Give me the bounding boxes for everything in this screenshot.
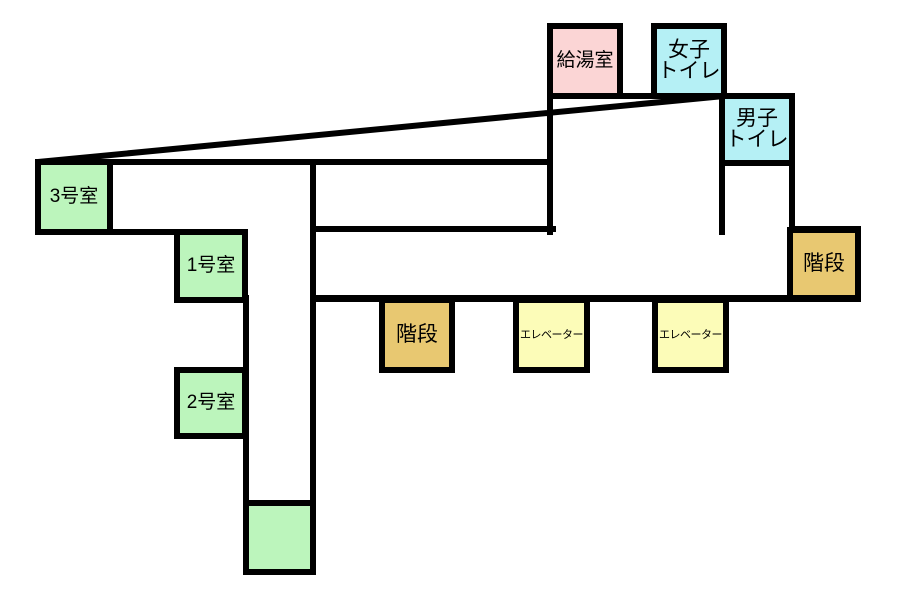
room-label: 3号室 bbox=[50, 185, 99, 207]
room-fill[interactable] bbox=[379, 297, 455, 373]
room-label: 女子トイレ bbox=[658, 38, 721, 82]
room-label: エレベーター bbox=[520, 328, 583, 341]
room-fill[interactable] bbox=[719, 93, 795, 166]
room-room-3[interactable]: 3号室 bbox=[35, 159, 113, 235]
room-fill[interactable] bbox=[651, 23, 727, 99]
room-toilet-men[interactable]: 男子トイレ bbox=[719, 93, 795, 166]
room-label: 2号室 bbox=[187, 391, 236, 413]
room-room-1[interactable]: 1号室 bbox=[174, 229, 248, 303]
room-kitchenette[interactable]: 給湯室 bbox=[547, 23, 623, 99]
room-fill[interactable] bbox=[243, 500, 316, 575]
room-label: 1号室 bbox=[187, 254, 236, 276]
room-fill[interactable] bbox=[35, 159, 113, 235]
room-label: エレベーター bbox=[659, 328, 722, 341]
room-elevator-2[interactable]: エレベーター bbox=[652, 297, 729, 373]
room-fill[interactable] bbox=[652, 297, 729, 373]
room-toilet-women[interactable]: 女子トイレ bbox=[651, 23, 727, 99]
room-label: 階段 bbox=[396, 323, 438, 346]
room-label: 男子トイレ bbox=[726, 107, 789, 151]
room-label: 給湯室 bbox=[556, 49, 613, 71]
room-fill[interactable] bbox=[174, 367, 248, 439]
room-fill[interactable] bbox=[174, 229, 248, 303]
room-elevator-1[interactable]: エレベーター bbox=[513, 297, 590, 373]
room-room-2[interactable]: 2号室 bbox=[174, 367, 248, 439]
room-fill[interactable] bbox=[787, 227, 861, 301]
room-room-unnamed-bottom[interactable] bbox=[243, 500, 316, 575]
room-label: 階段 bbox=[803, 252, 845, 275]
room-stairs-center[interactable]: 階段 bbox=[379, 297, 455, 373]
room-fill[interactable] bbox=[547, 23, 623, 99]
room-fill[interactable] bbox=[513, 297, 590, 373]
room-stairs-right[interactable]: 階段 bbox=[787, 227, 861, 301]
rooms-layer: 3号室1号室2号室給湯室女子トイレ男子トイレ階段階段エレベーターエレベーター bbox=[35, 23, 861, 575]
